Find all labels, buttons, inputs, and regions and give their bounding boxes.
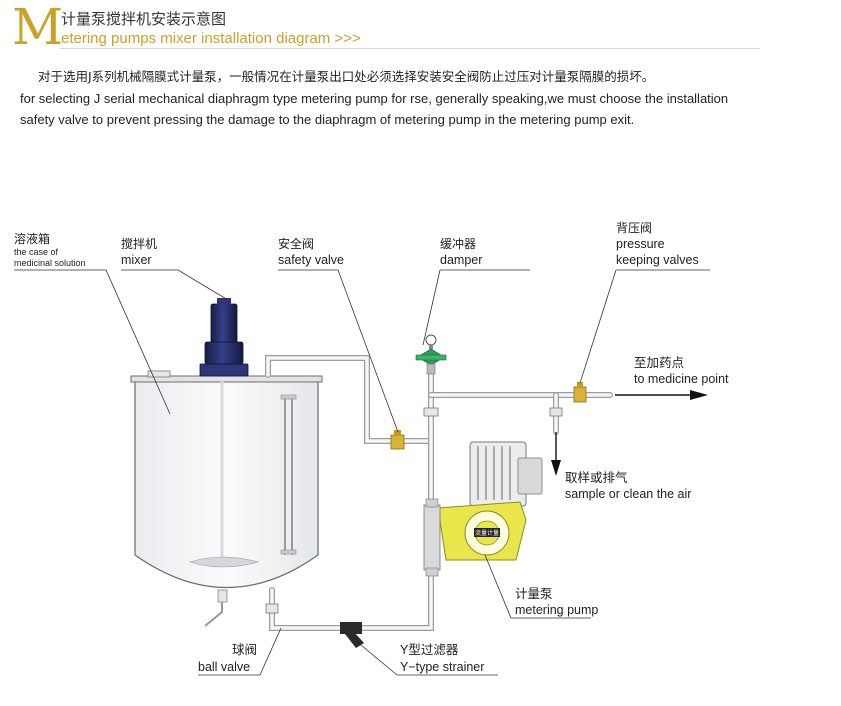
- intro-en: for selecting J serial mechanical diaphr…: [20, 91, 729, 127]
- ball-valve-label-cn: 球阀: [232, 643, 257, 657]
- title-en: etering pumps mixer installation diagram…: [61, 30, 361, 47]
- tank-label-en1: the case of: [14, 247, 59, 257]
- pressure-valve-label-en1: pressure: [616, 237, 665, 251]
- pressure-keeping-valve: [573, 382, 587, 403]
- pump-badge: 流量计量: [475, 529, 499, 537]
- tank-label-en2: medicinal solution: [14, 258, 86, 268]
- damper: [415, 334, 447, 375]
- safety-valve: [390, 430, 405, 450]
- pump-label-en: metering pump: [515, 603, 598, 617]
- title-initial: M: [12, 0, 64, 56]
- title-cn: 计量泵搅拌机安装示意图: [61, 10, 227, 28]
- header-divider: [60, 48, 760, 49]
- piping: [265, 355, 613, 631]
- title-en-text: etering pumps mixer installation diagram: [61, 30, 331, 47]
- outlet-arrow: [615, 390, 708, 400]
- pressure-valve-label-cn: 背压阀: [616, 221, 652, 235]
- mixer: [199, 298, 249, 377]
- ball-valve: [265, 603, 279, 614]
- dosing-point-label-en: to medicine point: [634, 372, 729, 386]
- ball-valve-label-en: ball valve: [198, 660, 250, 674]
- mixer-label-en: mixer: [121, 253, 152, 267]
- y-strainer: [340, 622, 364, 648]
- pressure-valve-label-en2: keeping valves: [616, 253, 699, 267]
- sample-label-cn: 取样或排气: [565, 470, 628, 485]
- dosing-point-label-cn: 至加药点: [634, 356, 684, 370]
- leader-lines: [14, 269, 710, 676]
- strainer-label-cn: Y型过滤器: [400, 643, 459, 657]
- tank-label-cn: 溶液箱: [14, 231, 50, 246]
- intro-cn: 对于选用J系列机械隔膜式计量泵，一般情况在计量泵出口处必须选择安装安全阀防止过压…: [38, 69, 655, 84]
- metering-pump: 流量计量: [423, 441, 543, 577]
- sample-valve: [423, 407, 563, 417]
- pump-label-cn: 计量泵: [515, 587, 553, 601]
- damper-label-cn: 缓冲器: [440, 236, 476, 251]
- mixer-label-cn: 搅拌机: [121, 236, 157, 251]
- chevrons-icon: >>>: [334, 30, 361, 47]
- safety-valve-label-en: safety valve: [278, 253, 344, 267]
- strainer-label-en: Y−type strainer: [400, 660, 484, 674]
- safety-valve-label-cn: 安全阀: [278, 236, 314, 251]
- damper-label-en: damper: [440, 253, 482, 267]
- sample-label-en: sample or clean the air: [565, 487, 691, 501]
- sample-arrow: [551, 432, 561, 476]
- header: M 计量泵搅拌机安装示意图 etering pumps mixer instal…: [12, 2, 412, 54]
- solution-tank: [130, 370, 323, 627]
